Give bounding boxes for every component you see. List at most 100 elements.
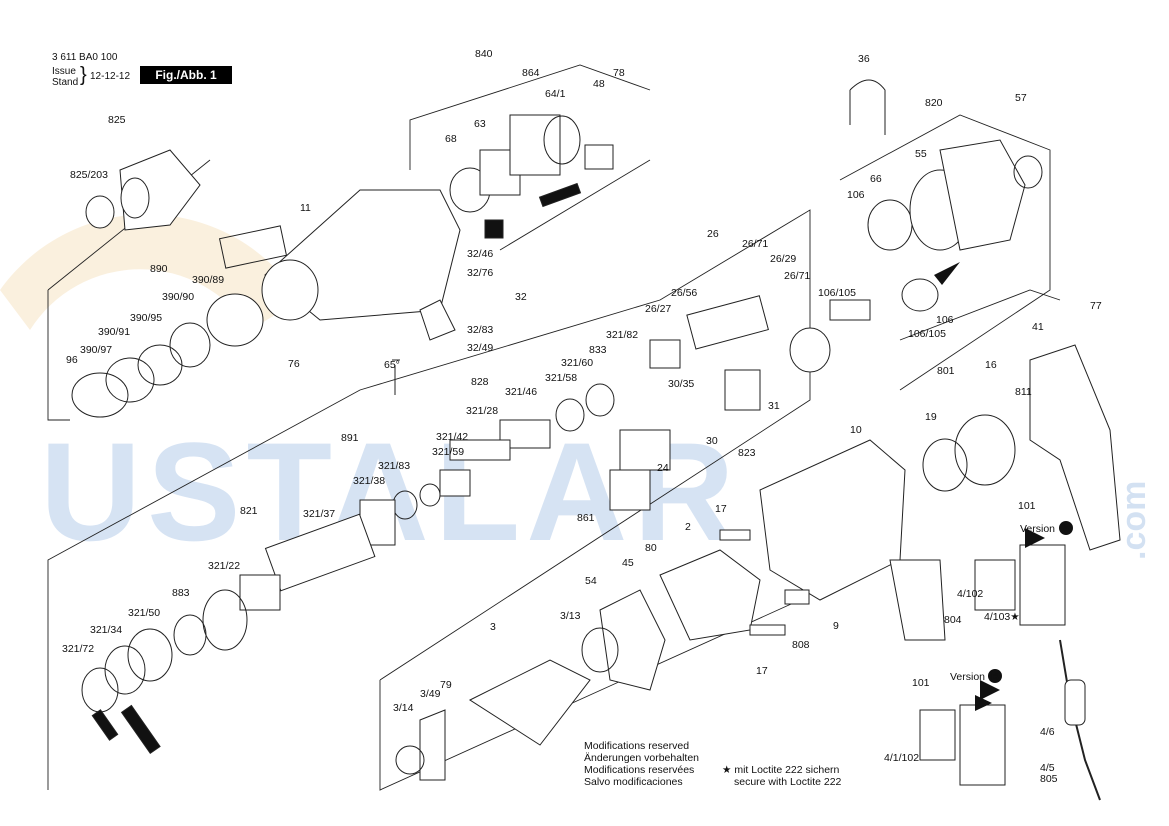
- part-31: [724, 369, 761, 411]
- part-321-22: [239, 574, 281, 611]
- part-57: [1013, 155, 1043, 189]
- part-321-34: [104, 645, 146, 695]
- part-321-28: [449, 439, 511, 461]
- part-label: 4/6: [1040, 726, 1055, 738]
- issue-label: Issue: [52, 66, 76, 77]
- part-883: [202, 589, 248, 651]
- issue-date: 12-12-12: [90, 71, 131, 82]
- note-line-de: Änderungen vorbehalten: [584, 752, 700, 764]
- part-24: [619, 429, 671, 471]
- part-label: 106: [936, 314, 954, 326]
- parts: [71, 79, 1121, 801]
- part-label: 48: [593, 78, 605, 90]
- part-label: 54: [585, 575, 597, 587]
- part-label: 3/13: [560, 610, 581, 622]
- part-gear: [789, 327, 831, 373]
- part-label: 41: [1032, 321, 1044, 333]
- part-48: [584, 144, 614, 170]
- part-label: 19: [925, 411, 937, 423]
- part-label: 321/60: [561, 357, 593, 369]
- part-label: 321/82: [606, 329, 638, 341]
- part-label: 106/105: [908, 328, 946, 340]
- part-label: 10: [850, 424, 862, 436]
- part-label: 55: [915, 148, 927, 160]
- arrow-106: [934, 262, 960, 285]
- part-label: 390/97: [80, 344, 112, 356]
- frame-801: [899, 289, 1061, 341]
- part-label: 11: [300, 202, 311, 214]
- label-box-11: [218, 225, 288, 269]
- part-321-60: [585, 383, 615, 417]
- version-b-label: Version: [950, 671, 985, 683]
- part-41: [1029, 344, 1121, 551]
- part-label: 2: [685, 521, 691, 533]
- brace: }: [80, 64, 87, 86]
- badge-b-text: B: [991, 671, 999, 683]
- part-label: 65°: [384, 359, 400, 371]
- frame-3: [379, 599, 801, 791]
- part-19: [922, 438, 968, 492]
- part-label: 4/1/102: [884, 752, 919, 764]
- part-label: 30: [706, 435, 718, 447]
- cable-grommet: [1064, 679, 1086, 726]
- part-label: 24: [657, 462, 669, 474]
- note-line-es: Salvo modificaciones: [584, 776, 683, 788]
- part-label: 821: [240, 505, 258, 517]
- arrow-version-a: [1025, 528, 1045, 548]
- loctite-line-de: ★ mit Loctite 222 sichern: [722, 764, 840, 776]
- part-label: 96: [66, 354, 78, 366]
- part-label: 321/38: [353, 475, 385, 487]
- loctite-note: ★ mit Loctite 222 sichern secure with Lo…: [722, 764, 841, 788]
- part-label: 26: [707, 228, 719, 240]
- part-label: 78: [613, 67, 625, 79]
- part-3: [468, 659, 591, 746]
- watermark: USTALAR .com: [0, 214, 1153, 570]
- doc-number: 3 611 BA0 100: [52, 52, 118, 63]
- part-804: [1019, 544, 1066, 626]
- part-9: [889, 559, 946, 641]
- part-label: 890: [150, 263, 168, 275]
- part-label: 77: [1090, 300, 1102, 312]
- ring-96: [71, 372, 129, 418]
- part-11-nose: [261, 259, 319, 321]
- frame-828: [47, 209, 811, 790]
- watermark-arc: [0, 214, 300, 330]
- part-label: 390/89: [192, 274, 224, 286]
- part-54: [581, 627, 619, 673]
- bar-black-2: [120, 704, 161, 755]
- part-label: 32/46: [467, 248, 493, 260]
- part-label: 45: [622, 557, 634, 569]
- part-label: 4/102: [957, 588, 983, 600]
- part-label: 801: [937, 365, 955, 377]
- part-label: 390/90: [162, 291, 194, 303]
- part-321-37: [264, 513, 376, 592]
- part-45: [599, 589, 666, 691]
- part-17-bottom: [749, 624, 786, 636]
- part-106: [901, 278, 939, 312]
- part-label: 833: [589, 344, 607, 356]
- part-label: 840: [475, 48, 493, 60]
- part-label: 17: [756, 665, 768, 677]
- figure-label: Fig./Abb. 1: [140, 66, 232, 84]
- part-label: 321/46: [505, 386, 537, 398]
- part-106-105: [829, 299, 871, 321]
- watermark-suffix: .com: [1115, 481, 1153, 560]
- part-label: 68: [445, 133, 457, 145]
- part-3-14: [419, 709, 446, 781]
- part-label: 805: [1040, 773, 1058, 785]
- version-a-label: Version: [1020, 523, 1055, 535]
- part-4-1-102: [919, 709, 956, 761]
- frame-820: [839, 114, 1051, 391]
- part-label: 321/34: [90, 624, 122, 636]
- spring-390-95: [137, 344, 183, 386]
- frame-890: [47, 290, 70, 421]
- bar-black-3: [538, 182, 582, 208]
- part-64-1: [543, 115, 581, 165]
- part-label: 321/42: [436, 431, 468, 443]
- part-26: [686, 295, 769, 350]
- part-32: [419, 299, 456, 341]
- part-label: 883: [172, 587, 190, 599]
- part-label: 820: [925, 97, 943, 109]
